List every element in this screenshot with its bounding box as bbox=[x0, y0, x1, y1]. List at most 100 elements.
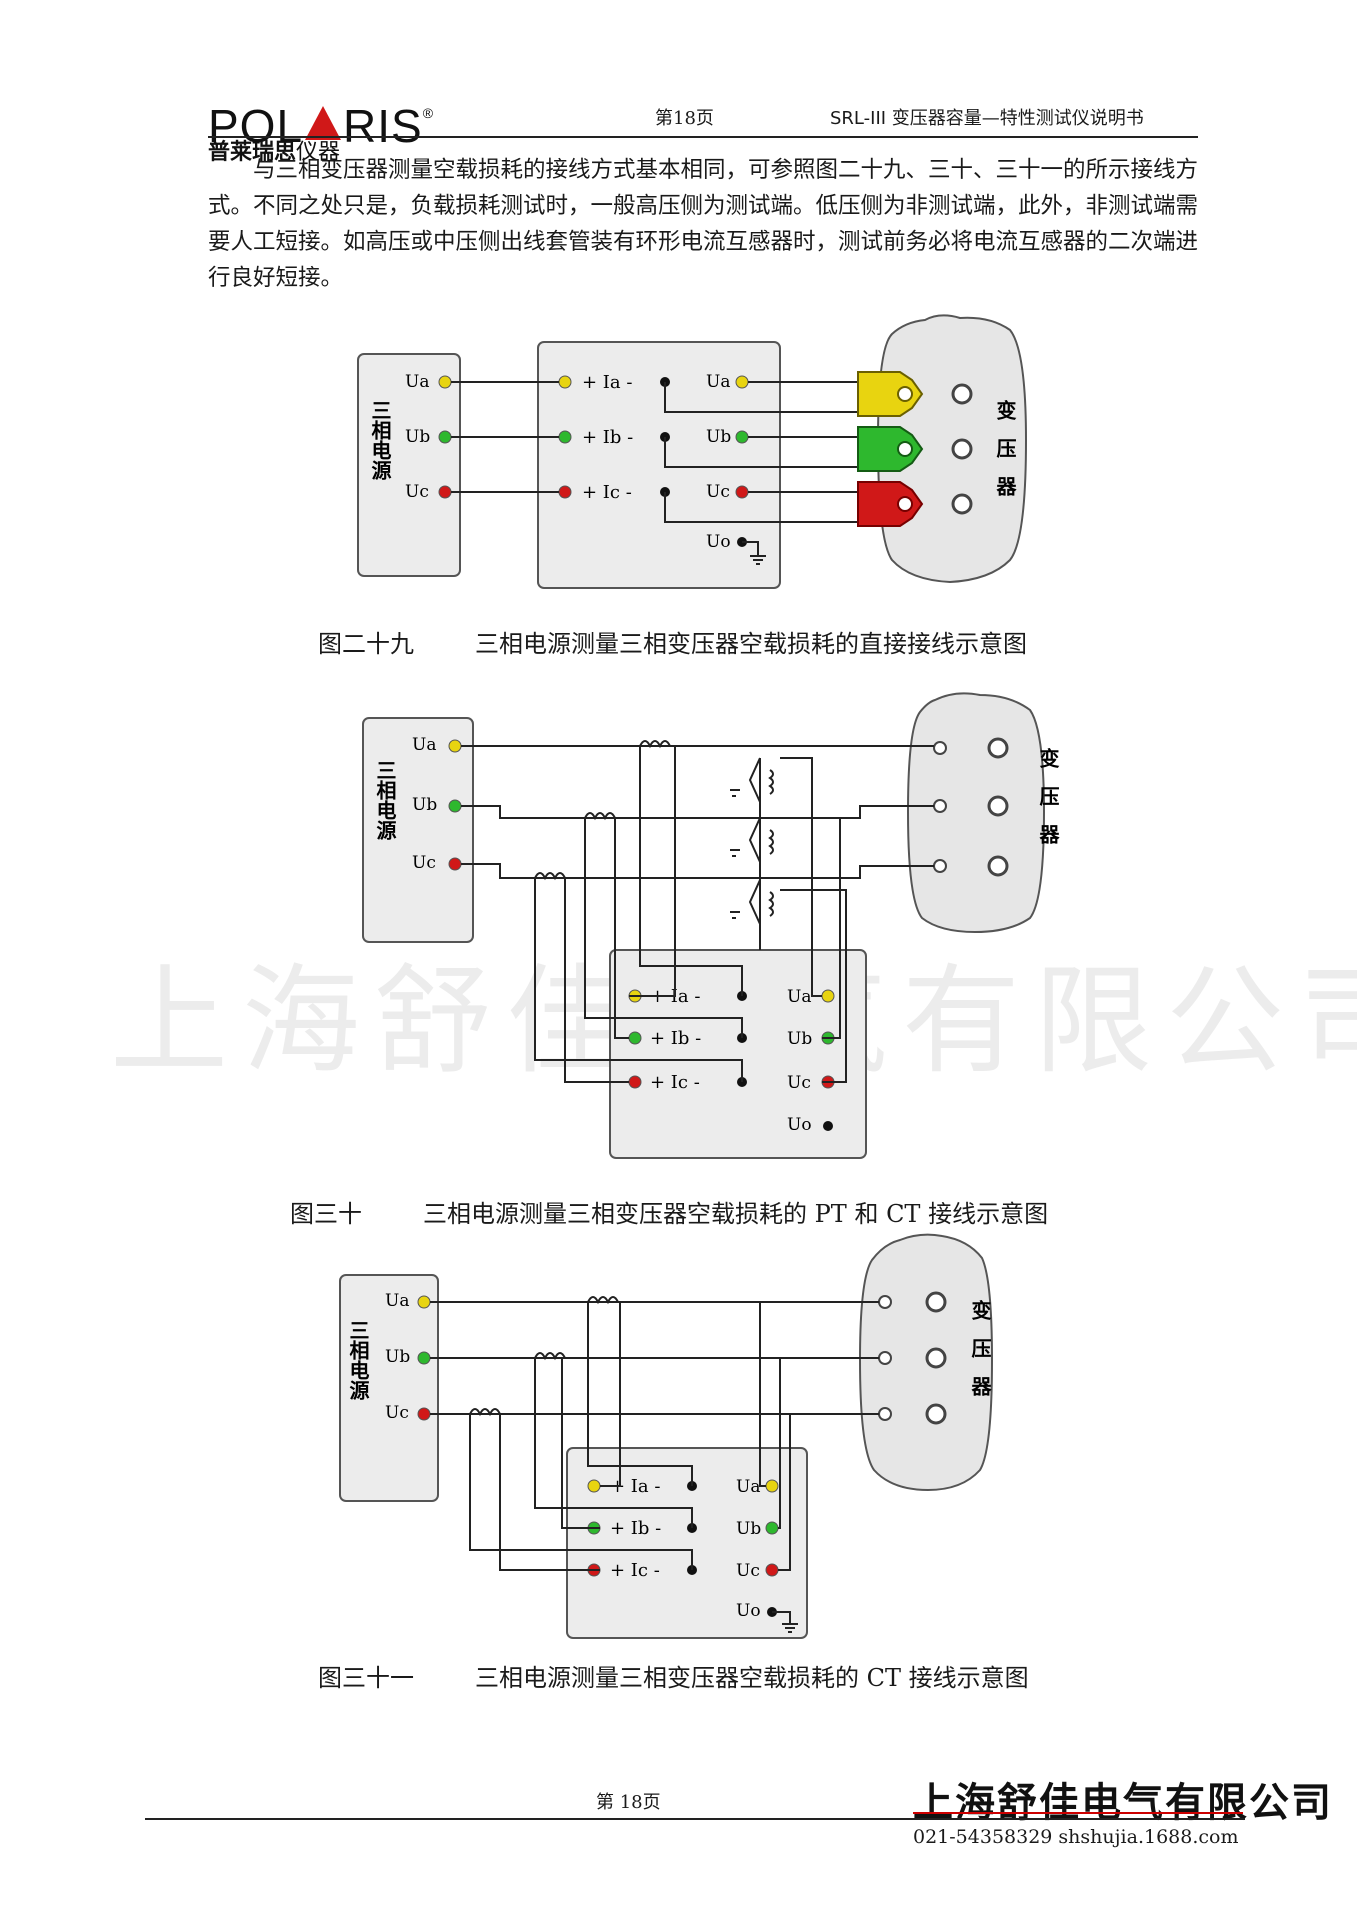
fig30-ib-label: + Ib - bbox=[650, 1028, 701, 1049]
logo-subtitle-suffix: 仪器 bbox=[296, 140, 341, 165]
logo-text-post: RIS bbox=[343, 100, 423, 152]
figure-31-caption: 图三十一 三相电源测量三相变压器空载损耗的 CT 接线示意图 bbox=[318, 1658, 1029, 1693]
logo-text-pre: POL bbox=[208, 100, 304, 152]
fig29-source-box bbox=[357, 353, 461, 577]
fig31-uc-label: Uc bbox=[385, 1403, 409, 1423]
fig30-pt-transformers-icon bbox=[730, 757, 774, 925]
footer-company-rule bbox=[913, 1812, 1243, 1814]
logo-triangle-icon bbox=[305, 106, 342, 140]
paragraph-text: 与三相变压器测量空载损耗的接线方式基本相同，可参照图二十九、三十、三十一的所示接… bbox=[208, 157, 1199, 291]
fig29-clamp-a-icon bbox=[857, 371, 924, 417]
fig30-bushing-2 bbox=[987, 795, 1009, 817]
fig31-ua-label: Ua bbox=[385, 1291, 409, 1311]
fig31-bushing-1 bbox=[925, 1291, 947, 1313]
fig29-meter-ub-terminal bbox=[735, 430, 749, 444]
logo-subtitle: 普莱瑞思仪器 bbox=[208, 134, 340, 166]
fig29-ub-terminal bbox=[438, 430, 452, 444]
fig31-meter-uo-label: Uo bbox=[736, 1601, 761, 1621]
footer-contact: 021-54358329 shshujia.1688.com bbox=[913, 1826, 1239, 1848]
fig29-meter-uc-terminal bbox=[735, 485, 749, 499]
fig29-source-label: 三相电源 bbox=[368, 400, 392, 480]
fig29-bushing-1 bbox=[951, 383, 973, 405]
fig31-ub-label: Ub bbox=[385, 1347, 410, 1367]
fig30-meter-box bbox=[609, 949, 867, 1159]
figure-31-text: 三相电源测量三相变压器空载损耗的 CT 接线示意图 bbox=[475, 1664, 1029, 1692]
fig30-bushing-1 bbox=[987, 737, 1009, 759]
fig31-ia-plus-terminal bbox=[587, 1479, 601, 1493]
fig31-transformer-body bbox=[858, 1233, 994, 1492]
fig30-meter-uc-label: Uc bbox=[787, 1073, 811, 1093]
fig29-meter-ua-label: Ua bbox=[706, 372, 730, 392]
fig29-uc-label: Uc bbox=[405, 482, 429, 502]
fig29-ground-icon bbox=[742, 541, 766, 565]
fig30-wires bbox=[461, 745, 934, 1083]
fig31-meter-ub-label: Ub bbox=[736, 1519, 761, 1539]
fig31-bushing-3 bbox=[925, 1403, 947, 1425]
fig30-input-3 bbox=[933, 859, 947, 873]
figure-30-number: 图三十 bbox=[290, 1200, 362, 1228]
fig30-uc-label: Uc bbox=[412, 853, 436, 873]
figure-30-text: 三相电源测量三相变压器空载损耗的 PT 和 CT 接线示意图 bbox=[423, 1200, 1049, 1228]
fig30-ub-label: Ub bbox=[412, 795, 437, 815]
fig29-ia-label: + Ia - bbox=[582, 372, 632, 393]
fig29-clamps bbox=[857, 371, 924, 527]
fig29-ua-terminal bbox=[438, 375, 452, 389]
fig29-ia-plus-terminal bbox=[558, 375, 572, 389]
fig30-ct-coils-icon bbox=[534, 740, 671, 881]
fig31-transformer-label: 变压器 bbox=[968, 1299, 992, 1414]
fig30-meter-ub-label: Ub bbox=[787, 1029, 812, 1049]
figure-29-caption: 图二十九 三相电源测量三相变压器空载损耗的直接接线示意图 bbox=[318, 624, 1027, 659]
fig30-ua-label: Ua bbox=[412, 735, 436, 755]
fig29-meter-ub-label: Ub bbox=[706, 427, 731, 447]
body-paragraph: 与三相变压器测量空载损耗的接线方式基本相同，可参照图二十九、三十、三十一的所示接… bbox=[208, 152, 1198, 296]
fig29-ib-plus-terminal bbox=[558, 430, 572, 444]
fig31-source-box bbox=[339, 1274, 439, 1502]
fig30-input-1 bbox=[933, 741, 947, 755]
fig30-source-box bbox=[362, 717, 474, 943]
header-rule bbox=[208, 136, 1198, 138]
fig30-ic-label: + Ic - bbox=[650, 1072, 700, 1093]
fig29-transformer-label: 变压器 bbox=[993, 399, 1017, 514]
header-page-number: 第18页 bbox=[655, 108, 714, 129]
fig29-meter-uc-label: Uc bbox=[706, 482, 730, 502]
figure-29-text: 三相电源测量三相变压器空载损耗的直接接线示意图 bbox=[475, 630, 1028, 658]
header-title: SRL-III 变压器容量—特性测试仪说明书 bbox=[830, 108, 1144, 129]
fig31-input-2 bbox=[878, 1351, 892, 1365]
fig31-ub-terminal bbox=[417, 1351, 431, 1365]
fig30-meter-uo-label: Uo bbox=[787, 1115, 812, 1135]
fig29-wires bbox=[451, 381, 860, 523]
fig31-uc-terminal bbox=[417, 1407, 431, 1421]
fig30-transformer-label: 变压器 bbox=[1036, 747, 1060, 862]
fig30-ub-terminal bbox=[448, 799, 462, 813]
fig30-input-2 bbox=[933, 799, 947, 813]
fig30-source-label: 三相电源 bbox=[373, 760, 397, 840]
fig29-meter-box bbox=[537, 341, 781, 589]
figure-29-number: 图二十九 bbox=[318, 630, 414, 658]
fig31-ct-coils-icon bbox=[469, 1296, 619, 1417]
fig31-meter-ua-label: Ua bbox=[736, 1477, 760, 1497]
figure-31-diagram: 三相电源 Ua Ub Uc 变压器 + Ia - + Ib - + Ic - U… bbox=[339, 1233, 994, 1639]
fig31-ua-terminal bbox=[417, 1295, 431, 1309]
fig31-input-1 bbox=[878, 1295, 892, 1309]
fig30-uc-terminal bbox=[448, 857, 462, 871]
fig29-ic-label: + Ic - bbox=[582, 482, 632, 503]
fig29-clamp-b-icon bbox=[857, 426, 924, 472]
fig31-wires bbox=[430, 1301, 879, 1571]
fig31-ground-icon bbox=[772, 1611, 798, 1633]
fig31-meter-uc-label: Uc bbox=[736, 1561, 760, 1581]
figure-30-caption: 图三十 三相电源测量三相变压器空载损耗的 PT 和 CT 接线示意图 bbox=[290, 1194, 1048, 1229]
fig31-input-3 bbox=[878, 1407, 892, 1421]
fig30-ic-plus-terminal bbox=[628, 1075, 642, 1089]
fig29-ic-plus-terminal bbox=[558, 485, 572, 499]
figure-29-diagram: 三相电源 Ua Ub Uc + Ia - + Ib - + Ic - Ua Ub… bbox=[357, 314, 1028, 589]
fig29-bushing-3 bbox=[951, 493, 973, 515]
figure-30-diagram: 三相电源 Ua Ub Uc 变压器 + Ia - + Ib - + Ic - U… bbox=[362, 692, 1060, 1159]
fig31-ib-label: + Ib - bbox=[610, 1518, 661, 1539]
fig29-ub-label: Ub bbox=[405, 427, 430, 447]
fig29-meter-ua-terminal bbox=[735, 375, 749, 389]
fig30-transformer-body bbox=[906, 692, 1046, 934]
fig29-bushing-2 bbox=[951, 438, 973, 460]
fig31-meter-box bbox=[566, 1447, 808, 1639]
